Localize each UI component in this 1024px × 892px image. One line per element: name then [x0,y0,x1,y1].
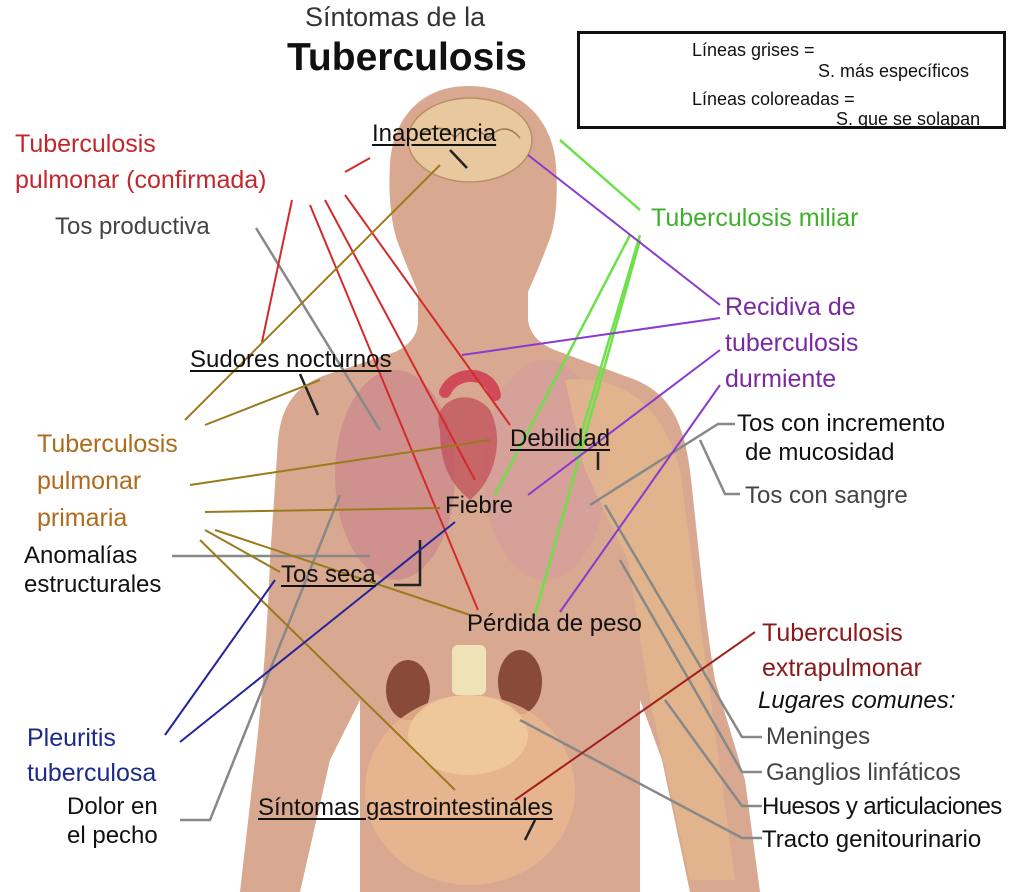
arm-muscles [565,379,735,880]
site-meninges: Meninges [766,723,871,750]
line-prim-fiebre [204,507,441,513]
tick-sudores [298,373,320,416]
symptom-dolor-pecho-2: el pecho [67,822,158,849]
stomach [408,695,528,775]
line-meninges [603,504,762,739]
aorta [439,369,501,401]
line-conf-perdida [309,204,479,611]
brain-fold [419,127,521,140]
spine [452,645,486,695]
label-extrapulmonar-2: extrapulmonar [762,654,922,682]
line-rec-sudores [461,317,721,356]
label-recidiva-1: Recidiva de [725,293,856,321]
tick-inapetencia [449,149,468,169]
title-line-2: Tuberculosis [287,36,527,79]
site-tracto: Tracto genitourinario [762,826,982,853]
line-ganglios [618,559,762,774]
title-line-1: Síntomas de la [305,2,486,32]
heart [438,397,498,500]
label-pulmonar-primaria-3: primaria [37,504,128,532]
connector-lines [164,139,762,841]
site-ganglios: Ganglios linfáticos [766,759,961,786]
label-miliar: Tuberculosis miliar [651,204,859,232]
symptom-fiebre: Fiebre [445,492,514,519]
symptom-inapetencia: Inapetencia [372,120,497,147]
line-rec-inapetencia [527,154,721,306]
line-miliar-debilidad [573,234,642,456]
line-extra-gastro [514,631,756,801]
label-recidiva-3: durmiente [725,365,837,393]
symptom-debilidad: Debilidad [510,425,611,452]
label-pulmonar-primaria-1: Tuberculosis [37,430,178,458]
label-extrapulmonar-1: Tuberculosis [762,619,903,647]
line-rec-perdida [559,384,721,613]
label-pleuritis-2: tuberculosa [27,759,157,787]
right-kidney [498,650,542,714]
line-miliar-perdida [533,239,642,616]
line-tos-mucosidad [589,422,735,507]
line-tos-productiva [254,227,382,431]
line-conf-inapetencia [344,157,371,173]
label-lugares-comunes: Lugares comunes: [758,687,956,714]
line-pleu-tosseca [164,579,276,736]
line-prim-gastro [199,539,456,791]
line-rec-fiebre [527,349,721,496]
legend-color-label: Líneas coloreadas = [692,89,855,109]
label-pulmonar-confirmada-2: pulmonar (confirmada) [15,166,267,194]
tick-tos-seca [394,540,422,587]
symptom-dolor-pecho-1: Dolor en [67,793,158,820]
line-miliar-inapetencia [559,139,641,211]
line-conf-sudores [261,199,293,343]
line-huesos [663,699,762,808]
legend-box: Líneas grises = S. más específicos Línea… [577,31,1006,129]
line-prim-inapetencia [184,164,441,421]
symptom-gastrointestinales: Síntomas gastrointestinales [258,794,553,821]
line-conf-fiebre [324,199,476,481]
line-miliar-fiebre [493,234,632,496]
line-prim-tosseca [204,529,281,573]
symptom-anomalias-1: Anomalías [24,542,138,569]
label-recidiva-2: tuberculosis [725,329,859,357]
legend-color-meaning: S. que se solapan [836,109,981,129]
tick-gastro [523,819,537,841]
left-kidney [386,660,430,720]
symptom-anomalias-2: estructurales [24,571,162,598]
symptom-tos-mucosidad-1: Tos con incremento [737,410,946,437]
label-pleuritis-1: Pleuritis [27,724,116,752]
body-silhouette [240,86,760,892]
line-prim-debilidad [189,439,491,486]
symptom-sudores-nocturnos: Sudores nocturnos [190,346,392,373]
line-pleu-fiebre [179,521,456,743]
left-lung [335,370,455,580]
line-tos-sangre [698,439,740,496]
line-dolor-pecho [180,494,342,822]
symptom-perdida-peso: Pérdida de peso [467,610,642,637]
brain [407,97,533,183]
symptom-tos-mucosidad-2: de mucosidad [745,439,895,466]
site-huesos: Huesos y articulaciones [762,793,1002,820]
line-tracto [519,718,762,840]
symptom-tos-seca: Tos seca [281,561,376,588]
line-prim-perdida [214,529,471,616]
symptom-tos-productiva: Tos productiva [55,213,210,240]
label-pulmonar-confirmada-1: Tuberculosis [15,130,156,158]
symptom-tos-sangre: Tos con sangre [745,482,908,509]
legend-grey-label: Líneas grises = [692,40,815,60]
line-prim-sudores [204,379,321,426]
label-pulmonar-primaria-2: pulmonar [37,467,142,495]
legend-grey-meaning: S. más específicos [818,61,970,81]
